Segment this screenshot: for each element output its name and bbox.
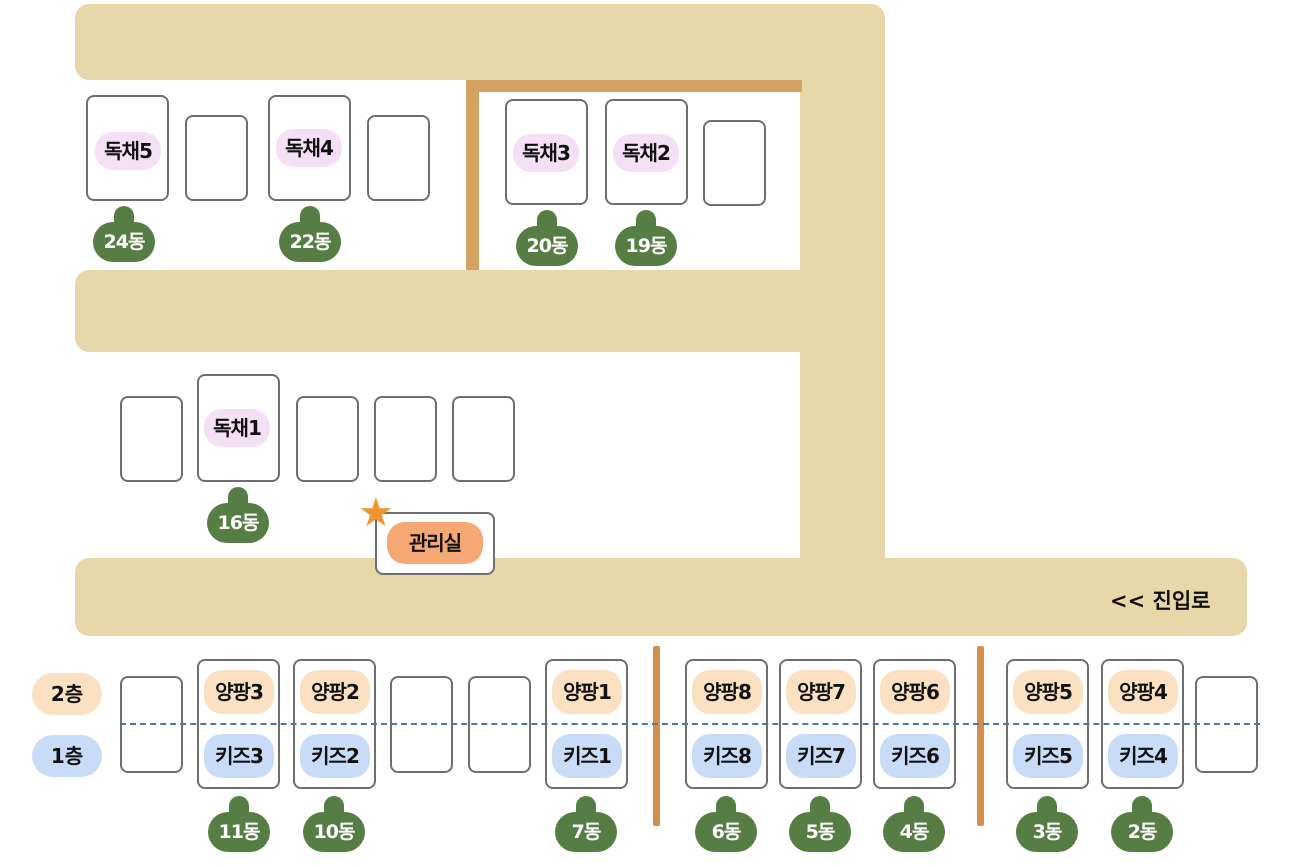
- upper-unit-label: 양팡1: [552, 670, 622, 714]
- building-number-badge: 24동: [93, 206, 155, 262]
- building-number-badge: 16동: [207, 487, 269, 543]
- office-label: 관리실: [387, 522, 483, 564]
- lower-unit-label: 키즈8: [692, 734, 762, 778]
- lower-unit-label: 키즈3: [204, 734, 274, 778]
- empty-building: [374, 396, 437, 482]
- chevrons-left-icon: <<: [1110, 589, 1146, 613]
- floor-divider-line: [120, 723, 1260, 725]
- upper-unit-label: 양팡4: [1108, 670, 1178, 714]
- detached-label-3: 독채3: [513, 134, 579, 172]
- lower-unit-label: 키즈1: [552, 734, 622, 778]
- lower-unit-label: 키즈5: [1013, 734, 1083, 778]
- building-number-badge: 3동: [1016, 796, 1078, 852]
- detached-label-4: 독채4: [276, 129, 342, 167]
- building-number-badge: 2동: [1111, 796, 1173, 852]
- building-number-badge: 6동: [695, 796, 757, 852]
- star-icon: ★: [358, 490, 394, 536]
- building-number-badge: 19동: [615, 210, 677, 266]
- floor-1-label: 1층: [32, 735, 102, 777]
- road-middle: [75, 270, 885, 352]
- floor-2-label: 2층: [32, 673, 102, 715]
- road-top: [75, 4, 885, 80]
- detached-label-2: 독채2: [613, 134, 679, 172]
- empty-building: [452, 396, 515, 482]
- building-number-badge: 22동: [279, 206, 341, 262]
- fence-horizontal: [466, 80, 802, 92]
- detached-label-5: 독채5: [95, 132, 161, 170]
- fence-vertical: [466, 80, 479, 270]
- building-number-badge: 7동: [555, 796, 617, 852]
- empty-building: [296, 396, 359, 482]
- upper-unit-label: 양팡8: [692, 670, 762, 714]
- empty-building: [367, 115, 430, 201]
- empty-building: [703, 120, 766, 206]
- road-main: [75, 558, 1247, 636]
- upper-unit-label: 양팡2: [300, 670, 370, 714]
- building-number-badge: 4동: [883, 796, 945, 852]
- upper-unit-label: 양팡6: [880, 670, 950, 714]
- upper-unit-label: 양팡3: [204, 670, 274, 714]
- entrance-text: 진입로: [1152, 589, 1211, 613]
- empty-building: [120, 396, 183, 482]
- empty-building: [185, 115, 248, 201]
- upper-unit-label: 양팡7: [786, 670, 856, 714]
- entrance-label: << 진입로: [1110, 585, 1210, 615]
- lower-unit-label: 키즈6: [880, 734, 950, 778]
- lower-unit-label: 키즈7: [786, 734, 856, 778]
- building-number-badge: 20동: [516, 210, 578, 266]
- lower-unit-label: 키즈4: [1108, 734, 1178, 778]
- upper-unit-label: 양팡5: [1013, 670, 1083, 714]
- lower-unit-label: 키즈2: [300, 734, 370, 778]
- row-divider-1: [653, 646, 660, 826]
- detached-label-1: 독채1: [204, 409, 270, 447]
- building-number-badge: 11동: [208, 796, 270, 852]
- building-number-badge: 5동: [789, 796, 851, 852]
- row-divider-2: [977, 646, 984, 826]
- building-number-badge: 10동: [303, 796, 365, 852]
